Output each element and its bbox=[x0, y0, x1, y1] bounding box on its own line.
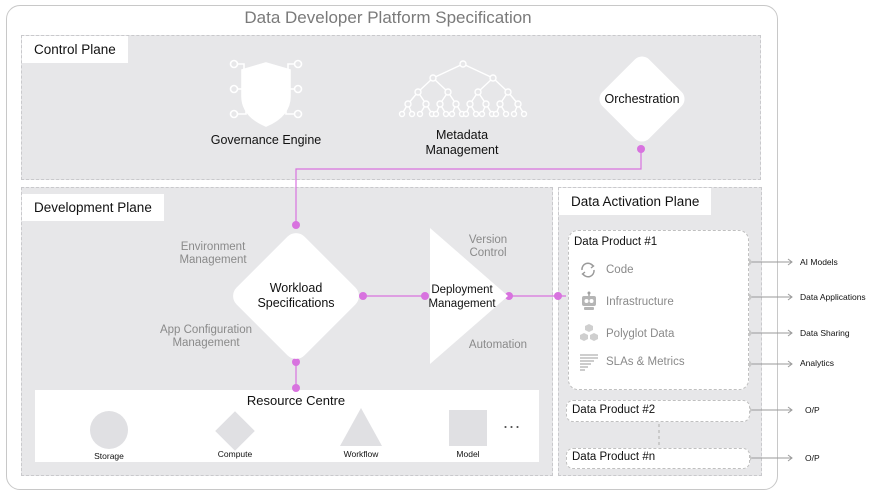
polyglot-cubes-icon bbox=[579, 323, 599, 343]
data-product-2-card bbox=[566, 400, 750, 422]
data-product-1-title: Data Product #1 bbox=[574, 236, 658, 248]
slas-metrics-label: SLAs & Metrics bbox=[606, 356, 685, 368]
workload-specifications-label: Workload Specifications bbox=[257, 281, 335, 310]
governance-shield-icon bbox=[229, 59, 303, 127]
compute-label: Compute bbox=[217, 449, 253, 459]
deployment-management-label: Deployment Management bbox=[428, 284, 496, 310]
metadata-management-label: Metadata Management bbox=[425, 128, 499, 157]
workload-top-port bbox=[292, 221, 300, 229]
model-square-icon bbox=[449, 410, 487, 446]
version-control-label: Version Control bbox=[468, 234, 508, 259]
storage-label: Storage bbox=[94, 451, 124, 461]
output-ai-models: AI Models bbox=[800, 257, 838, 267]
control-plane-label: Control Plane bbox=[22, 36, 128, 63]
governance-engine-label: Governance Engine bbox=[210, 133, 322, 147]
automation-label: Automation bbox=[468, 339, 528, 351]
orchestration-port bbox=[637, 145, 645, 153]
metadata-tree-icon bbox=[398, 60, 528, 118]
resource-centre-label: Resource Centre bbox=[246, 393, 346, 408]
output-product-n: O/P bbox=[805, 453, 820, 463]
resource-centre-port bbox=[292, 384, 300, 392]
orchestration-diamond bbox=[599, 56, 685, 142]
connector-dots bbox=[292, 145, 645, 392]
data-activation-plane-label: Data Activation Plane bbox=[559, 188, 712, 215]
orchestration-to-workload-connector bbox=[295, 149, 642, 225]
deployment-left-port bbox=[421, 292, 429, 300]
polyglot-data-label: Polyglot Data bbox=[606, 328, 675, 340]
model-label: Model bbox=[456, 449, 480, 459]
workload-bottom-port bbox=[292, 358, 300, 366]
workload-diamond bbox=[233, 233, 359, 359]
data-product-n-title: Data Product #n bbox=[572, 451, 656, 463]
output-data-applications: Data Applications bbox=[800, 292, 866, 302]
data-product-1-card bbox=[568, 230, 749, 390]
output-analytics: Analytics bbox=[800, 358, 835, 368]
code-cycle-icon bbox=[579, 261, 597, 279]
diagram-title: Data Developer Platform Specification bbox=[244, 8, 532, 27]
output-data-sharing: Data Sharing bbox=[800, 328, 850, 338]
infrastructure-robot-icon bbox=[579, 291, 599, 311]
code-label: Code bbox=[606, 264, 634, 276]
output-arrows bbox=[750, 258, 793, 462]
compute-diamond-icon bbox=[215, 411, 255, 451]
activation-left-port bbox=[554, 292, 562, 300]
storage-circle-icon bbox=[90, 411, 128, 449]
workflow-triangle-icon bbox=[340, 408, 382, 446]
infrastructure-label: Infrastructure bbox=[606, 296, 674, 308]
data-product-2-title: Data Product #2 bbox=[572, 404, 656, 416]
deployment-triangle bbox=[430, 228, 508, 364]
orchestration-label: Orchestration bbox=[604, 92, 680, 106]
environment-management-label: Environment Management bbox=[179, 241, 247, 266]
more-resources-ellipsis: ... bbox=[503, 412, 522, 432]
app-configuration-management-label: App Configuration Management bbox=[159, 324, 253, 349]
workload-right-port bbox=[359, 292, 367, 300]
output-product-2: O/P bbox=[805, 405, 820, 415]
development-plane-label: Development Plane bbox=[22, 194, 164, 221]
slas-metrics-icon bbox=[579, 353, 599, 371]
data-product-n-card bbox=[566, 448, 750, 469]
deployment-right-port bbox=[505, 292, 513, 300]
workflow-label: Workflow bbox=[343, 449, 379, 459]
